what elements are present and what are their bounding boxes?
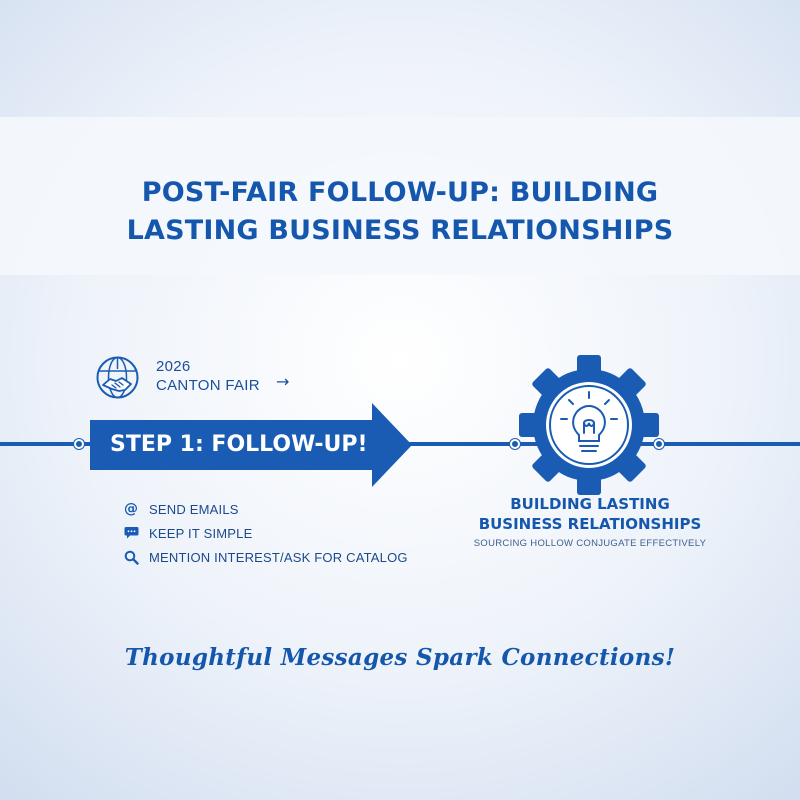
step-arrow-shape (90, 403, 412, 487)
tagline: Thoughtful Messages Spark Connections! (124, 644, 676, 671)
fair-name: CANTON FAIR (156, 377, 260, 394)
fair-year: 2026 (156, 358, 191, 375)
bullet-mention-interest: MENTION INTEREST/ASK FOR CATALOG (123, 547, 408, 567)
globe-handshake-icon (96, 356, 139, 399)
result-subtitle: SOURCING HOLLOW CONJUGATE EFFECTIVELY (473, 538, 707, 549)
bullet-keep-simple: KEEP IT SIMPLE (123, 523, 252, 543)
page-title: POST-FAIR FOLLOW-UP: BUILDING LASTING BU… (0, 174, 800, 250)
bullet-text: MENTION INTEREST/ASK FOR CATALOG (149, 549, 408, 565)
bullet-send-emails: @ SEND EMAILS (123, 499, 239, 519)
search-icon (123, 549, 139, 565)
timeline-dot-left (74, 439, 84, 449)
at-sign-icon: @ (123, 501, 139, 517)
result-title-line-2: BUSINESS RELATIONSHIPS (478, 515, 702, 533)
at-sign-glyph: @ (124, 501, 138, 517)
bullet-text: SEND EMAILS (149, 501, 239, 517)
chat-bubble-icon (123, 525, 139, 541)
page-title-line-1: POST-FAIR FOLLOW-UP: BUILDING (141, 177, 659, 208)
timeline-dot-middle (510, 439, 520, 449)
arrow-right-icon: → (276, 372, 290, 391)
result-title-line-1: BUILDING LASTING (510, 495, 670, 513)
gear-lightbulb-icon (519, 355, 659, 495)
fair-label: 2026 CANTON FAIR (156, 357, 260, 395)
page-title-line-2: LASTING BUSINESS RELATIONSHIPS (126, 215, 674, 246)
timeline-dot-right (654, 439, 664, 449)
result-title: BUILDING LASTING BUSINESS RELATIONSHIPS (440, 494, 740, 534)
title-band (0, 117, 800, 275)
bullet-text: KEEP IT SIMPLE (149, 525, 253, 541)
step-label: STEP 1: FOLLOW-UP! (110, 432, 368, 457)
